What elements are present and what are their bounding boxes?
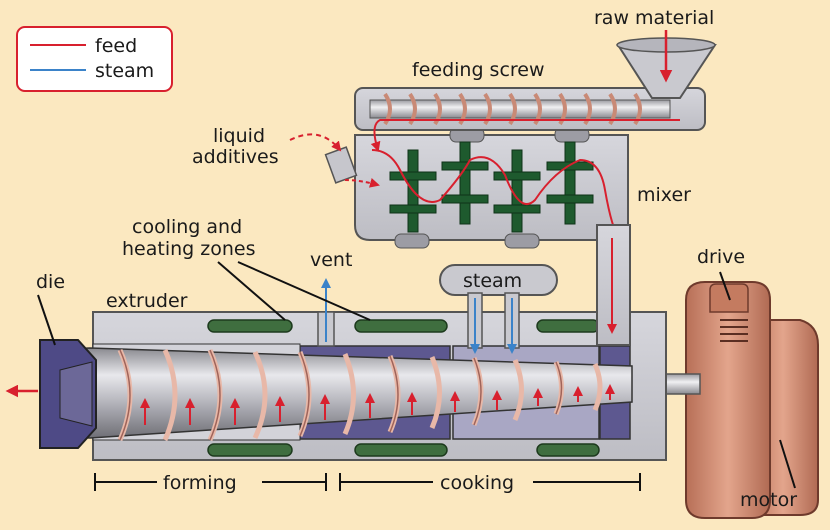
legend-steam-label: steam	[95, 60, 154, 82]
legend-feed-label: feed	[95, 35, 137, 57]
extruder-screw	[61, 347, 633, 442]
drive-vent-icon	[720, 319, 748, 342]
label-die: die	[36, 271, 65, 293]
label-feeding-screw: feeding screw	[412, 59, 545, 81]
steam-manifold	[439, 264, 558, 354]
label-raw-material: raw material	[594, 7, 714, 29]
label-mixer: mixer	[637, 184, 691, 206]
mixer	[354, 127, 631, 346]
label-additives: additives	[192, 146, 279, 168]
label-drive: drive	[697, 246, 745, 268]
mixer-paddles	[389, 141, 594, 233]
label-motor: motor	[740, 489, 797, 511]
section-markers	[94, 473, 641, 491]
label-forming: forming	[163, 472, 237, 494]
label-steam: steam	[463, 270, 522, 292]
label-cooking: cooking	[440, 472, 514, 494]
label-vent: vent	[310, 249, 352, 271]
label-cooling: cooling and	[132, 216, 242, 238]
additive-inlet	[289, 133, 380, 188]
label-extruder: extruder	[106, 290, 188, 312]
label-liquid: liquid	[213, 125, 265, 147]
legend: feed steam	[16, 26, 173, 92]
heating-zones	[207, 319, 600, 457]
vent-pipe	[317, 278, 335, 347]
motor	[685, 281, 819, 519]
die	[39, 339, 97, 449]
label-heating-zones: heating zones	[122, 238, 255, 260]
feeding-screw	[354, 30, 717, 152]
leader-lines	[37, 261, 796, 489]
